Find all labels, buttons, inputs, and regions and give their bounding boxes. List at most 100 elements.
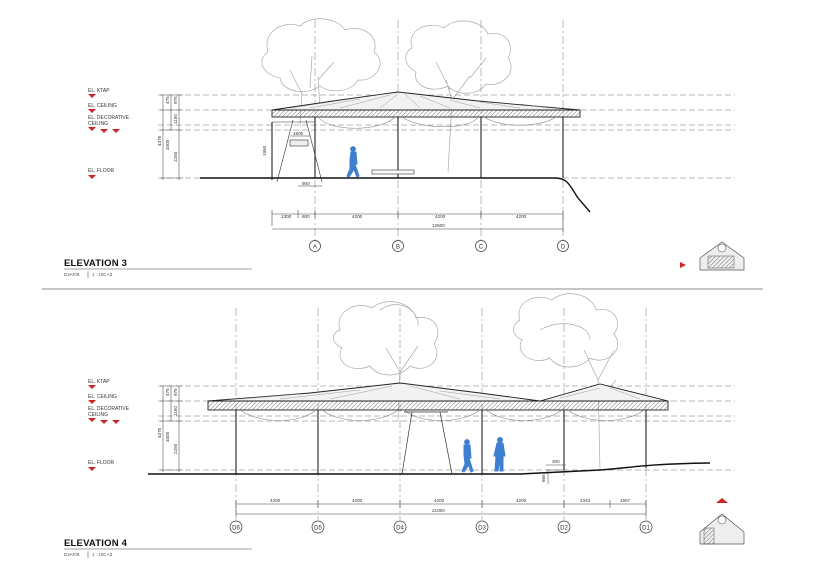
grid-bubbles [309, 240, 569, 252]
grid-label: D1 [642, 526, 650, 532]
level-marker [112, 129, 120, 133]
dimension-label: 1657 [620, 498, 631, 503]
drawing-reference: D3AP.B [64, 552, 79, 557]
vertical-dimension-label: 975 [173, 388, 178, 396]
grid-bubble [557, 240, 569, 252]
step-detail [546, 464, 566, 484]
vertical-dimension-label: 4375 [157, 135, 162, 146]
vertical-dimension-label: 1150 [173, 114, 178, 124]
level-label-floor: EL. FLOOR [88, 460, 115, 466]
level-label-decorative: EL. DECORATIVE [88, 406, 130, 412]
level-marker [88, 418, 96, 422]
timber-frame [272, 119, 323, 187]
tree-sketch [333, 293, 619, 471]
dimension-label: 2343 [580, 498, 591, 503]
grid-label: B [396, 245, 400, 251]
key-plan [699, 498, 745, 545]
vertical-dimension-label: 975 [173, 96, 178, 104]
grid-bubble [392, 240, 404, 252]
vertical-dimension-label: 2250 [173, 443, 178, 454]
dimension-label: 800 [302, 214, 310, 219]
vertical-dimension-label: 3400 [165, 431, 170, 442]
roof [271, 91, 581, 129]
grid-label: A [313, 245, 317, 251]
dimension-label: 4200 [516, 498, 527, 503]
grid-label: D [561, 245, 566, 251]
grid-bubble [639, 520, 653, 534]
vertical-dimension-label: 475 [165, 96, 170, 104]
dimension-label: 4200 [352, 498, 363, 503]
grid-bubble [229, 520, 243, 534]
drawing-scale: 1 : 100 A3 [92, 272, 113, 277]
ground-line [148, 462, 711, 475]
vertical-dimensions [160, 94, 183, 180]
elevation-4: 475 975 3400 2250 1150 4375 EL. KTAP EL.… [64, 293, 745, 558]
dimension-label: 4200 [516, 214, 527, 219]
drawing-scale: 1 : 100 A3 [92, 552, 113, 557]
drawing-reference: D3AP.B [64, 272, 79, 277]
level-label-decorative: CEILING [88, 412, 108, 418]
grid-bubble [311, 520, 325, 534]
dimension-label: 1800 [293, 131, 304, 136]
grid-bubble [475, 240, 487, 252]
level-marker [88, 109, 96, 113]
vertical-dimension-label: 1150 [173, 406, 178, 416]
dimension-label: 900 [302, 181, 310, 186]
horizontal-dimensions [235, 500, 647, 516]
dimension-label: 4200 [270, 498, 281, 503]
level-marker [88, 94, 96, 98]
grid-bubble [393, 520, 407, 534]
level-label-ceiling: EL. CEILING [88, 394, 117, 400]
dimension-total: 12500 [432, 223, 445, 228]
columns [271, 117, 564, 180]
level-marker [88, 385, 96, 389]
dimension-label: 4200 [352, 214, 363, 219]
dimension-label: 665 [541, 474, 546, 482]
level-marker [112, 420, 120, 424]
vertical-dimension-label: 3400 [165, 139, 170, 150]
grid-bubble [475, 520, 489, 534]
level-marker [100, 420, 108, 424]
horizontal-dimensions [271, 210, 564, 232]
grid-bubble [557, 520, 571, 534]
dimension-label: 4200 [435, 214, 446, 219]
elevation-3: 475 975 3400 2250 1150 4375 EL. KTAP EL.… [64, 18, 745, 278]
dimension-total: 21000 [432, 508, 445, 513]
level-label-ceiling: EL. CEILING [88, 103, 117, 109]
level-marker [88, 127, 96, 131]
level-label-decorative: EL. DECORATIVE [88, 115, 130, 121]
level-label-decorative: CEILING [88, 121, 108, 127]
vertical-dimension-label: 2250 [173, 151, 178, 162]
person-figure [493, 437, 506, 472]
vertical-dimension-label: 4375 [157, 427, 162, 438]
grid-label: C [479, 245, 484, 251]
grid-label: D3 [478, 526, 486, 532]
dimension-label: 4200 [434, 498, 445, 503]
level-marker [88, 467, 96, 471]
vertical-dimension-label: 475 [165, 388, 170, 396]
person-figure [346, 146, 360, 178]
bench [371, 169, 415, 175]
level-label-top: EL. KTAP [88, 88, 110, 94]
grid-lines [235, 308, 647, 520]
grid-bubbles [229, 520, 653, 534]
level-marker [88, 400, 96, 404]
columns [235, 410, 647, 474]
drawing-title: ELEVATION 4 [64, 538, 128, 549]
grid-label: D5 [314, 526, 322, 532]
timber-frame [401, 411, 453, 475]
dimension-label: 300 [552, 459, 560, 464]
person-figure [461, 439, 474, 473]
dimension-label: 1300 [281, 214, 292, 219]
level-marker [100, 129, 108, 133]
grid-label: D2 [560, 526, 568, 532]
roof [207, 382, 669, 421]
drawing-title: ELEVATION 3 [64, 258, 127, 269]
level-marker [88, 175, 96, 179]
key-plan [680, 241, 745, 271]
grid-bubble [309, 240, 321, 252]
grid-label: D6 [232, 526, 240, 532]
grid-lines [314, 20, 564, 240]
level-label-floor: EL. FLOOR [88, 168, 115, 174]
